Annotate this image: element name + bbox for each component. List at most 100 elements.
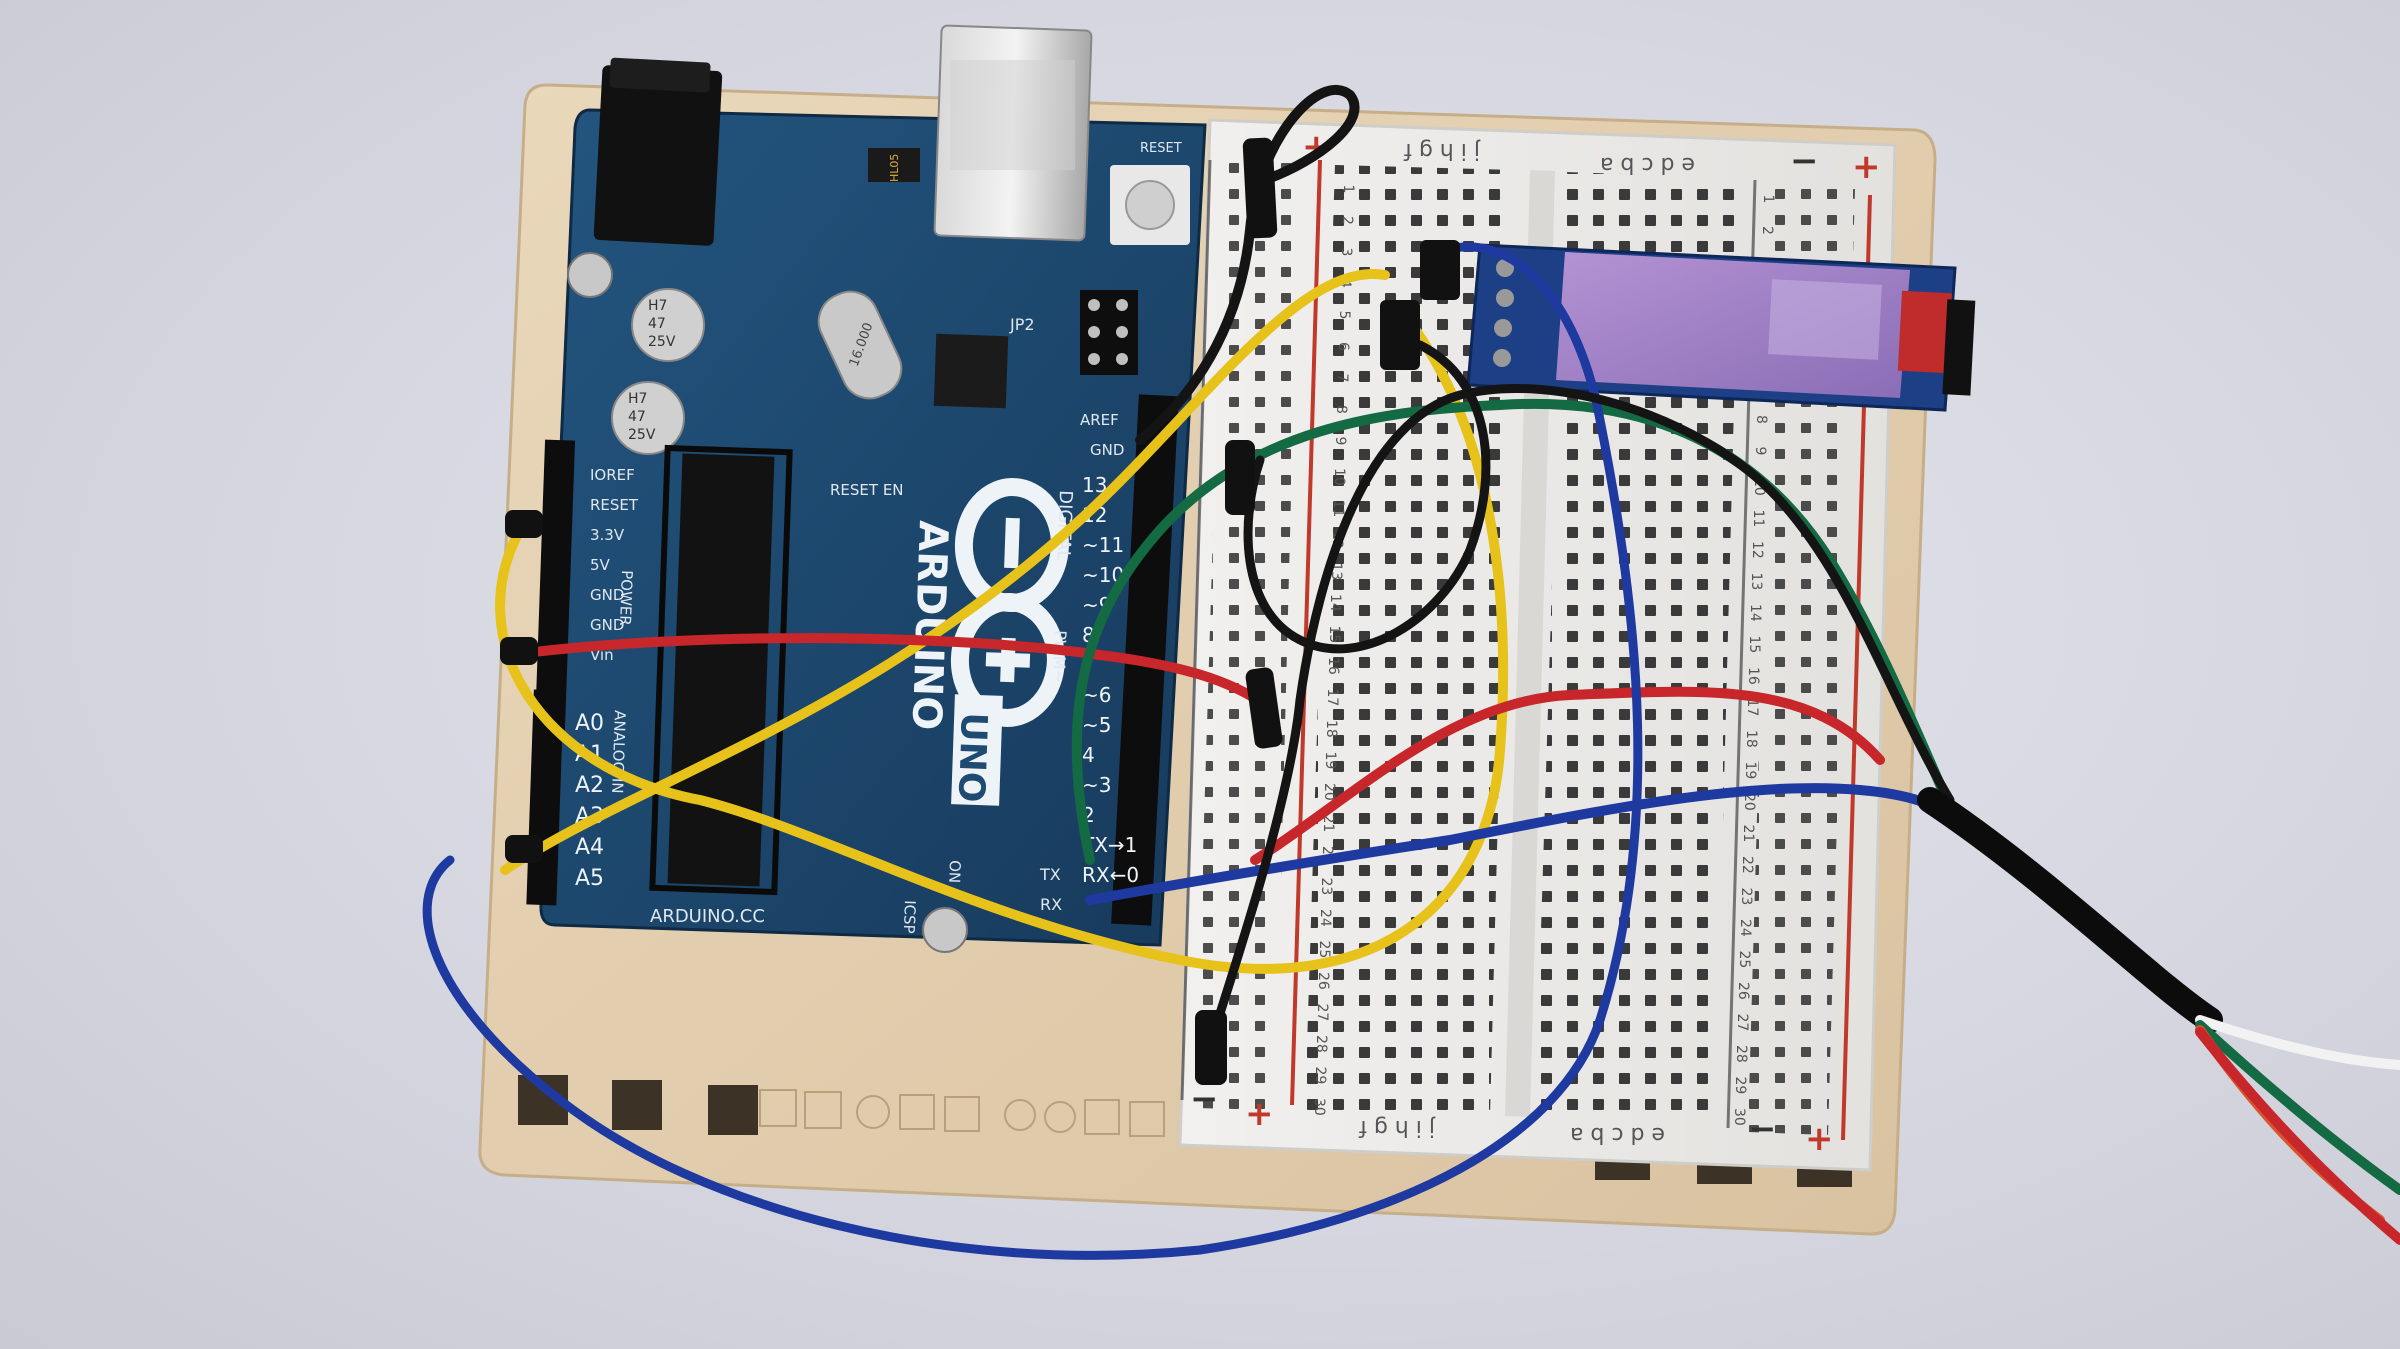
oled-header-pins (1493, 259, 1514, 367)
row-number: 6 (1335, 342, 1351, 351)
led-chip (868, 148, 920, 182)
arduino-uno-board: RESET H7 47 25V H7 47 25V 16.000 HL05 (526, 24, 1207, 953)
atmega-microcontroller (649, 444, 793, 896)
green-wire-signal (1071, 398, 1965, 865)
slot-holes (518, 1075, 1852, 1187)
row-number: 9 (1752, 447, 1768, 456)
row-number: 15 (1746, 636, 1762, 654)
on-label: ON (945, 860, 964, 884)
icsp-label: ICSP (900, 900, 919, 934)
svg-text:HL05: HL05 (888, 154, 901, 182)
svg-text:UNO: UNO (950, 712, 994, 803)
row-number: 12 (1749, 541, 1765, 559)
black-wire-to-bottom (1205, 384, 1955, 1050)
analog-pin-label: A0 (575, 711, 604, 736)
icsp-header-top (1080, 290, 1138, 375)
digital-pin-label: RX←0 (1082, 863, 1139, 887)
analog-pin-label: A4 (575, 835, 604, 860)
blue-wire-rx (1085, 783, 1965, 905)
column-letters-bottom-left: j i h g f (1358, 1115, 1436, 1140)
row-number: 27 (1314, 1004, 1330, 1022)
digital-pin-label: ~5 (1082, 713, 1111, 737)
power-pin-label: 5V (590, 556, 611, 574)
electrolytic-capacitor-2: H7 47 25V (611, 381, 685, 455)
analog-pin-label: A2 (575, 773, 604, 798)
row-number: 26 (1315, 972, 1331, 990)
row-number: 28 (1733, 1045, 1749, 1063)
row-number: 11 (1750, 510, 1766, 528)
row-number: 23 (1318, 878, 1334, 896)
row-number: 2 (1339, 216, 1355, 225)
rail-minus-bottom-right: − (1748, 1109, 1777, 1149)
arduino-cc-text: ARDUINO.CC (650, 906, 765, 927)
arduino-infinity-logo (950, 478, 1069, 727)
row-number: 22 (1739, 856, 1755, 874)
row-number: 20 (1741, 793, 1757, 811)
row-number: 25 (1316, 941, 1332, 959)
power-pin-label: GND (590, 616, 624, 634)
rail-minus-top-right: − (1790, 141, 1819, 181)
row-number: 20 (1321, 783, 1337, 801)
row-number: 19 (1742, 762, 1758, 780)
power-pin-label: GND (590, 586, 624, 604)
usb-interface-chip (933, 333, 1009, 409)
row-number: 9 (1332, 437, 1348, 446)
svg-text:25V: 25V (648, 334, 676, 350)
row-number: 11 (1330, 500, 1346, 518)
red-wire-power (505, 633, 1270, 710)
rail-plus-top-right: + (1852, 147, 1881, 187)
wire-connector-tips (500, 137, 1460, 1085)
column-letters-top-right: e d c b a (1600, 152, 1695, 177)
row-number: 14 (1327, 594, 1343, 612)
crystal-oscillator: 16.000 (817, 290, 903, 400)
power-pin-label: RESET (590, 496, 639, 514)
row-number: 24 (1737, 919, 1753, 937)
power-pin-label: IOREF (590, 466, 635, 484)
row-numbers-right: 1234567891011121314151617181920212223242… (1731, 195, 1776, 1126)
rail-plus-bottom-left: + (1245, 1094, 1274, 1134)
usb-b-connector (933, 24, 1093, 242)
row-number: 8 (1333, 405, 1349, 414)
digital-pin-label: ~6 (1082, 683, 1111, 707)
row-number: 8 (1753, 415, 1769, 424)
electrolytic-capacitor-1: H7 47 25V (631, 288, 705, 362)
rx-label: RX (1040, 895, 1062, 914)
tx-label: TX (1039, 865, 1061, 884)
row-number: 29 (1732, 1077, 1748, 1095)
row-number: 13 (1748, 573, 1764, 591)
dc-power-jack (593, 57, 723, 246)
row-number: 14 (1747, 604, 1763, 622)
row-number: 16 (1745, 667, 1761, 685)
black-wire-gnd-top (1135, 84, 1360, 445)
digital-pin-label: ~11 (1082, 533, 1124, 557)
reset-label: RESET (1140, 141, 1182, 156)
gnd-label: GND (1090, 441, 1124, 459)
external-cable-bundle (1917, 787, 2400, 1245)
jp2-label: JP2 (1009, 315, 1035, 334)
aref-label: AREF (1080, 411, 1119, 429)
pwm-label: PWM~ (1049, 630, 1070, 683)
row-number: 2 (1759, 226, 1775, 235)
svg-text:47: 47 (648, 316, 666, 332)
row-number: 25 (1736, 951, 1752, 969)
uno-badge: UNO (950, 694, 1003, 806)
rail-plus-bottom-right: + (1805, 1119, 1834, 1159)
column-letters-bottom-right: e d c b a (1570, 1122, 1665, 1147)
row-number: 18 (1323, 720, 1339, 738)
row-number: 26 (1735, 982, 1751, 1000)
power-pin-label: 3.3V (590, 526, 625, 544)
column-letters-top-left: j i h g f (1403, 138, 1481, 163)
row-number: 1 (1760, 195, 1776, 204)
row-number: 21 (1320, 815, 1336, 833)
rail-minus-bottom-left: − (1190, 1079, 1219, 1119)
digital-pin-label: ~3 (1082, 773, 1111, 797)
reset-button: RESET (1110, 141, 1190, 245)
engraved-symbols (759, 1089, 1165, 1137)
row-number: 17 (1744, 699, 1760, 717)
row-number: 7 (1334, 374, 1350, 383)
row-number: 30 (1731, 1108, 1747, 1126)
row-number: 1 (1340, 185, 1356, 194)
row-number: 30 (1311, 1098, 1327, 1116)
